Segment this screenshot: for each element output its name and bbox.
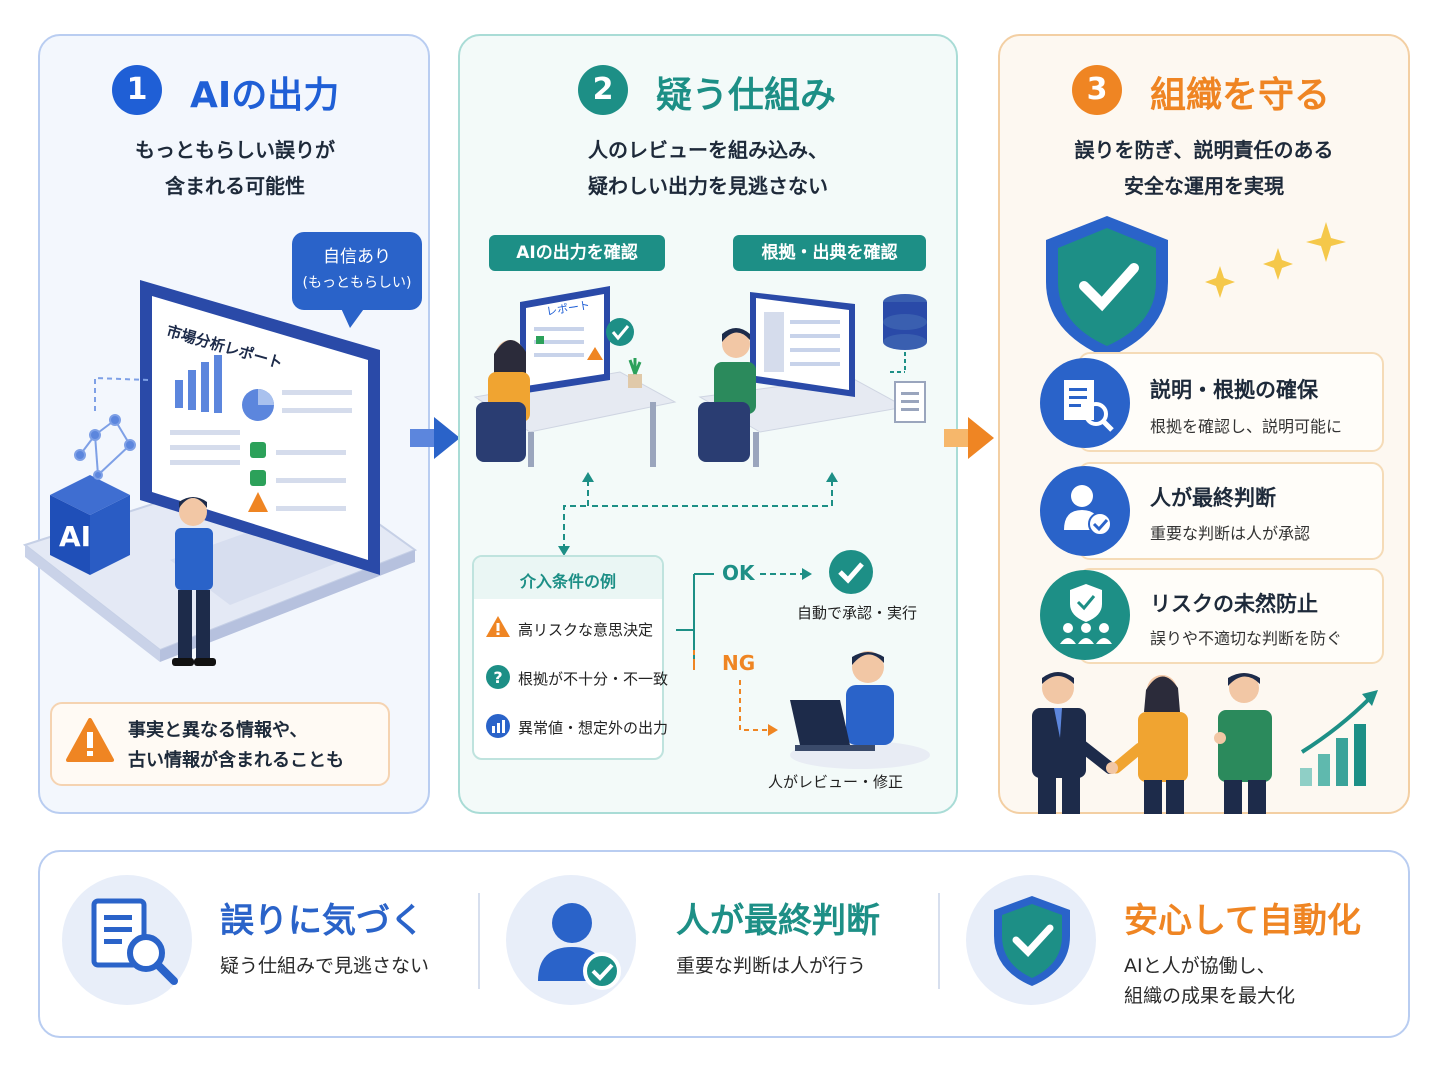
ng-label: NG: [722, 651, 756, 675]
panel3-subtitle: 誤りを防ぎ、説明責任のある 安全な運用を実現: [1020, 132, 1388, 204]
condition-item: 異常値・想定外の出力: [518, 719, 669, 737]
ok-ng-branch-lines: [676, 568, 812, 736]
shield-check-icon: [994, 896, 1070, 986]
summary-desc: 疑う仕組みで見逃さない: [220, 951, 429, 981]
step-number-3: 3: [1072, 65, 1122, 115]
laptop-illustration: [22, 280, 418, 666]
condition-item: 根拠が不十分・不一致: [518, 670, 669, 688]
card-title: リスクの未然防止: [1150, 592, 1318, 616]
ok-check-circle-icon: [829, 550, 873, 594]
bubble-tail: [340, 306, 366, 328]
panel2-subtitle-line1: 人のレビューを組み込み、: [588, 138, 828, 162]
summary-desc: 重要な判断は人が行う: [676, 951, 866, 981]
conditions-title: 介入条件の例: [519, 572, 616, 591]
summary-title: 誤りに気づく: [220, 901, 424, 941]
card-desc: 重要な判断は人が承認: [1150, 524, 1311, 543]
team-shield-glyph: [1060, 584, 1112, 644]
warning-box: [50, 702, 390, 786]
tag-check-ai-output: AIの出力を確認: [489, 235, 665, 271]
ng-result-text: 人がレビュー・修正: [768, 773, 904, 791]
step-number-1: 1: [112, 65, 162, 115]
panel3-subtitle-line2: 安全な運用を実現: [1124, 174, 1284, 198]
question-icon: ?: [486, 665, 510, 689]
panel1-subtitle-line2: 含まれる可能性: [165, 174, 305, 198]
summary-desc-line2: 組織の成果を最大化: [1124, 985, 1296, 1007]
user-approve-glyph: [1064, 485, 1112, 536]
feedback-connector-lines: [558, 472, 838, 556]
ai-cube-label: AI: [59, 520, 92, 553]
warning-icon: [66, 718, 114, 762]
panel1-subtitle: もっともらしい誤りが 含まれる可能性: [60, 132, 410, 204]
summary-strip: [38, 850, 1410, 1038]
panel3-title: 組織を守る: [1150, 75, 1331, 116]
chart-anomaly-icon: [486, 714, 510, 738]
warning-triangle-icon: [486, 616, 510, 637]
summary-title: 人が最終判断: [676, 901, 880, 941]
panel1-subtitle-line1: もっともらしい誤りが: [135, 138, 335, 162]
reviewer-desk-left-illustration: [473, 286, 677, 467]
bubble-line2: (もっともらしい): [302, 275, 412, 291]
card-title: 人が最終判断: [1150, 486, 1276, 510]
warning-text: 事実と異なる情報や、 古い情報が含まれることも: [128, 716, 344, 776]
warning-line2: 古い情報が含まれることも: [128, 750, 344, 771]
card-desc: 誤りや不適切な判断を防ぐ: [1150, 629, 1343, 648]
document-search-glyph: [1064, 380, 1114, 432]
panel2-subtitle: 人のレビューを組み込み、 疑わしい出力を見逃さない: [480, 132, 936, 204]
ok-label: OK: [722, 561, 755, 585]
bubble-line1: 自信あり: [323, 247, 391, 267]
card-human-decision: [1078, 462, 1384, 560]
collaboration-people-illustration: [1032, 672, 1378, 814]
human-review-illustration: [790, 651, 930, 769]
warning-line1: 事実と異なる情報や、: [128, 720, 308, 741]
user-approve-icon: [538, 903, 621, 990]
panel1-title: AIの出力: [190, 75, 340, 116]
panel2-subtitle-line2: 疑わしい出力を見逃さない: [588, 174, 828, 198]
card-title: 説明・根拠の確保: [1150, 378, 1318, 402]
summary-desc-line1: 疑う仕組みで見逃さない: [220, 955, 430, 977]
confidence-bubble: 自信あり (もっともらしい): [292, 232, 422, 310]
shield-check-icon: [1046, 216, 1168, 358]
svg-text:?: ?: [493, 668, 502, 687]
arrow-right-orange-icon: [944, 417, 994, 459]
tag-check-sources: 根拠・出典を確認: [733, 235, 926, 271]
ok-result-text: 自動で承認・実行: [797, 604, 918, 622]
sparkle-icon: [1205, 222, 1346, 298]
summary-desc-line1: AIと人が協働し、: [1124, 955, 1276, 977]
card-explanation: [1078, 352, 1384, 452]
step-number-2: 2: [578, 65, 628, 115]
panel3-subtitle-line1: 誤りを防ぎ、説明責任のある: [1074, 138, 1334, 162]
divider: [938, 893, 940, 989]
arrow-right-blue-icon: [410, 417, 460, 459]
panel2-title: 疑う仕組み: [656, 75, 837, 116]
reviewer-desk-right-illustration: [698, 292, 927, 467]
document-search-icon: [91, 898, 178, 985]
summary-title: 安心して自動化: [1124, 901, 1361, 941]
conditions-header-bg: [474, 557, 662, 599]
card-desc: 根拠を確認し、説明可能に: [1150, 417, 1343, 436]
summary-desc-line1: 重要な判断は人が行う: [676, 955, 867, 977]
condition-item: 高リスクな意思決定: [518, 621, 654, 639]
divider: [478, 893, 480, 989]
summary-desc: AIと人が協働し、 組織の成果を最大化: [1124, 951, 1295, 1011]
